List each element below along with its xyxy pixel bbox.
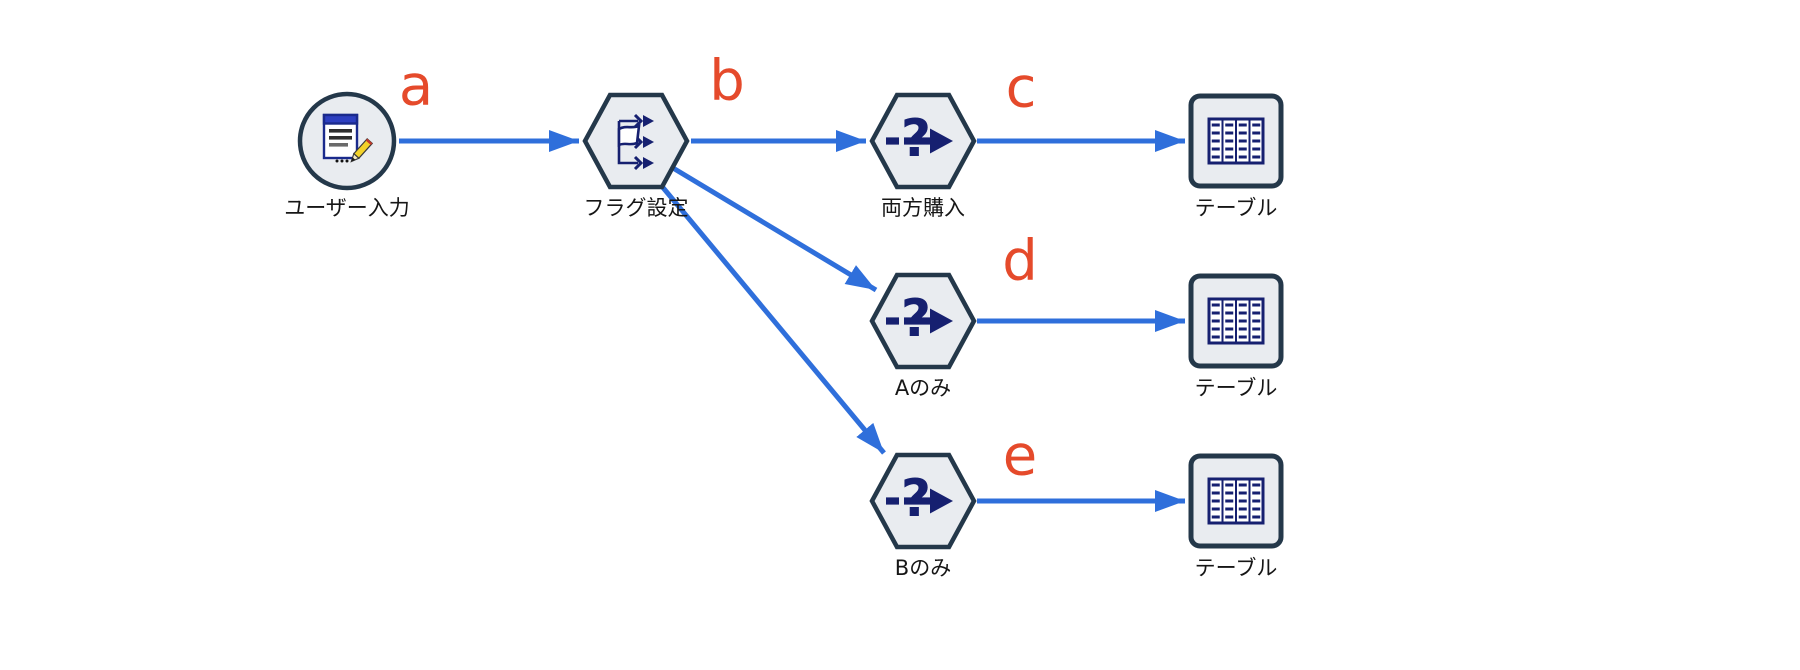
connection-flag-to-b [658,182,886,455]
user-input-icon [297,91,397,191]
node-label-select-a-only: Aのみ [894,376,952,400]
node-select-a-only[interactable]: ? [869,271,977,371]
node-table-b-only[interactable] [1186,451,1286,551]
connection-annotation-d: d [1002,229,1038,294]
node-set-flag[interactable] [582,91,690,191]
connection-annotation-a: a [399,54,433,119]
select-icon: ? [869,452,977,550]
connection-annotation-b: b [709,49,745,114]
select-icon: ? [869,272,977,370]
node-label-select-b-only: Bのみ [894,556,952,580]
connection-annotation-c: c [1006,56,1037,121]
node-label-user-input: ユーザー入力 [284,196,410,220]
connection-flag-to-a [671,165,878,293]
node-table-a-only[interactable] [1186,271,1286,371]
node-label-table-both: テーブル [1194,196,1278,220]
node-label-set-flag: フラグ設定 [583,196,689,220]
set-flag-icon [582,92,690,190]
node-select-both[interactable]: ? [869,91,977,191]
table-icon [1188,273,1284,369]
node-table-both[interactable] [1186,91,1286,191]
node-user-input[interactable] [297,91,397,191]
select-icon: ? [869,92,977,190]
table-icon [1188,453,1284,549]
node-label-table-a-only: テーブル [1194,376,1278,400]
node-label-select-both: 両方購入 [881,196,965,220]
node-select-b-only[interactable]: ? [869,451,977,551]
table-icon [1188,93,1284,189]
connection-annotation-e: e [1003,424,1037,489]
node-label-table-b-only: テーブル [1194,556,1278,580]
